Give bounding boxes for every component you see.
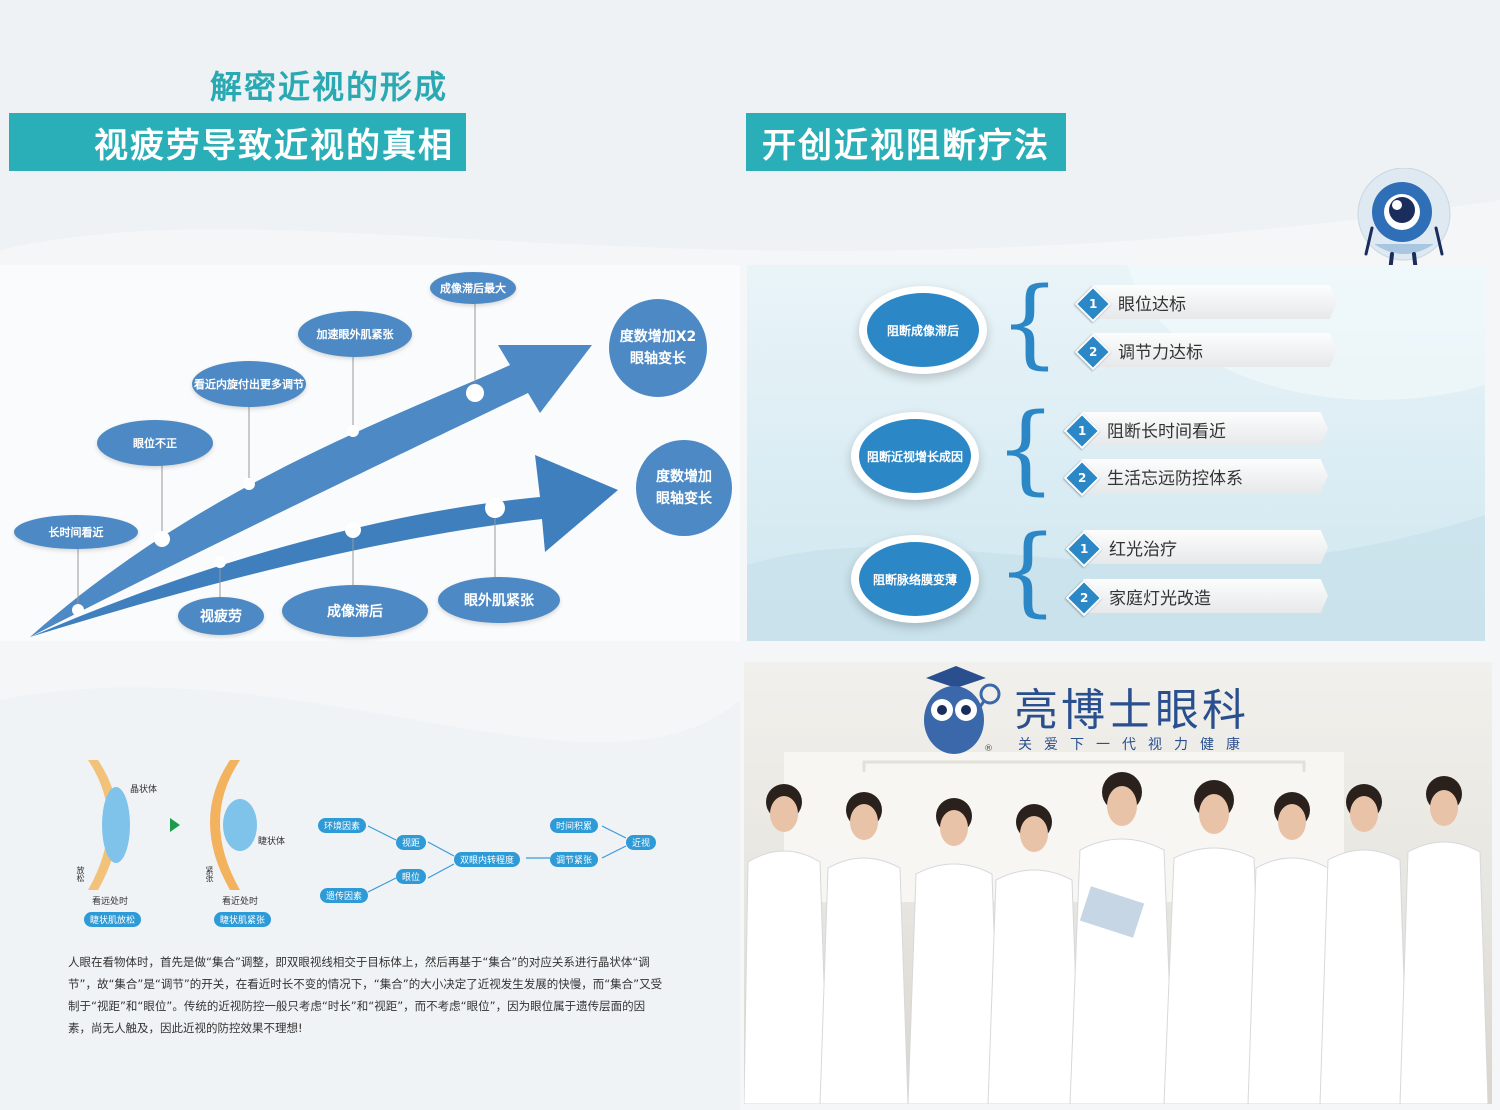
result-upper-line2: 眼轴变长 — [630, 351, 686, 367]
near-tag: 睫状肌紧张 — [214, 912, 272, 927]
owl-logo-icon — [924, 666, 1001, 754]
therapy-item: 阻断长时间看近 — [1081, 412, 1328, 446]
lower-label: 视疲劳 — [178, 597, 264, 635]
therapy-group-title: 阻断成像滞后 — [867, 293, 979, 367]
section-subtitle: 解密近视的形成 — [210, 68, 449, 106]
therapy-group-circle: 阻断成像滞后 — [859, 286, 987, 374]
flow-gene: 遗传因素 — [320, 888, 369, 903]
result-upper-line1: 度数增加X2 — [619, 328, 697, 345]
near-caption: 看近处时 — [222, 897, 259, 907]
flow-time: 时间积累 — [550, 818, 599, 833]
therapy-item: 眼位达标 — [1092, 285, 1337, 319]
clinic-team-photo: ® 亮博士眼科 关爱下一代视力健康 — [744, 662, 1492, 1104]
stage-label: 看近内旋付出更多调节 — [192, 361, 306, 407]
stage-label: 眼位不正 — [97, 420, 213, 466]
myopia-formation-diagram: 长时间看近 眼位不正 看近内旋付出更多调节 加速眼外肌紧张 成像滞后最大 视疲劳… — [0, 265, 740, 641]
lower-label: 眼外肌紧张 — [438, 577, 560, 623]
flow-distance: 视距 — [396, 835, 427, 850]
result-lower-line1: 度数增加 — [656, 468, 712, 485]
result-lower-line2: 眼轴变长 — [656, 491, 712, 507]
flow-myopia: 近视 — [626, 835, 657, 850]
clinic-name: 亮博士眼科 — [1014, 685, 1249, 736]
far-tag: 睫状肌放松 — [84, 912, 142, 927]
brace-icon: { — [997, 515, 1059, 627]
stage-label: 加速眼外肌紧张 — [298, 311, 412, 357]
lens-label: 晶状体 — [130, 785, 158, 795]
flow-accommodation: 调节紧张 — [550, 852, 599, 867]
relaxed-side-label: 放松 — [76, 866, 85, 882]
stage-label: 长时间看近 — [14, 515, 138, 549]
ciliary-label: 睫状体 — [258, 837, 286, 847]
right-banner-title: 开创近视阻断疗法 — [746, 113, 1066, 171]
therapy-group-circle: 阻断近视增长成因 — [851, 412, 979, 500]
therapy-item: 调节力达标 — [1092, 333, 1337, 367]
arrows-graphic — [30, 300, 618, 637]
therapy-item: 生活忘远防控体系 — [1081, 459, 1328, 493]
team-figures — [744, 752, 1489, 1104]
result-circle-lower: 度数增加 眼轴变长 — [636, 440, 732, 536]
eye-accommodation-illustration — [88, 760, 257, 890]
therapy-group-title: 阻断近视增长成因 — [859, 419, 971, 493]
result-circle-upper: 度数增加X2 眼轴变长 — [609, 299, 707, 397]
therapy-item: 家庭灯光改造 — [1083, 579, 1328, 613]
therapy-item: 红光治疗 — [1083, 530, 1328, 564]
flow-connectors — [367, 825, 627, 893]
left-banner-title: 视疲劳导致近视的真相 — [9, 113, 466, 171]
brace-icon: { — [995, 393, 1057, 505]
therapy-group-title: 阻断脉络膜变薄 — [859, 542, 971, 616]
explanation-paragraph: 人眼在看物体时，首先是做“集合”调整，即双眼视线相交于目标体上，然后再基于“集合… — [68, 955, 663, 1035]
therapy-group-circle: 阻断脉络膜变薄 — [851, 535, 979, 623]
flow-env: 环境因素 — [318, 818, 367, 833]
stage-label: 成像滞后最大 — [430, 272, 516, 304]
flow-position: 眼位 — [396, 869, 427, 884]
lower-label: 成像滞后 — [282, 585, 428, 637]
therapy-panel: 阻断成像滞后 { 眼位达标 1 调节力达标 2 阻断近视增长成因 { 阻断长时间… — [747, 265, 1485, 641]
flow-rotation: 双眼内转程度 — [454, 852, 521, 867]
tense-side-label: 紧张 — [205, 866, 214, 882]
brace-icon: { — [999, 267, 1061, 379]
registered-mark: ® — [984, 744, 993, 754]
clinic-slogan: 关爱下一代视力健康 — [1018, 737, 1252, 753]
far-caption: 看远处时 — [92, 897, 129, 907]
